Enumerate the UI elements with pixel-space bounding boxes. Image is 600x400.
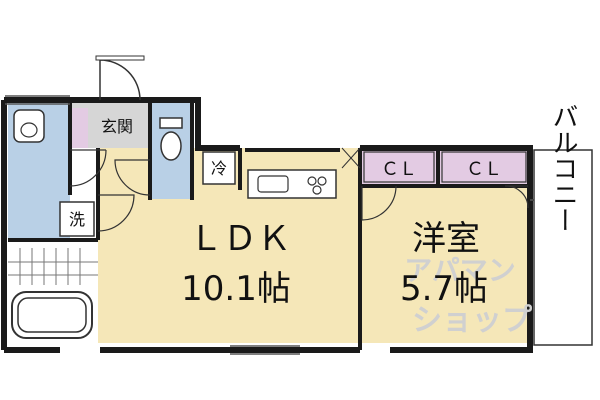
bath-tiles: [8, 248, 98, 285]
closet-door-right: [504, 185, 529, 209]
balcony-area: [534, 150, 592, 345]
kitchen-sink: [257, 175, 289, 193]
bathtub: [11, 291, 93, 339]
ldk-door: [97, 194, 135, 232]
western-room-floor: [362, 186, 528, 343]
window-marks: [5, 95, 534, 355]
washroom-door: [69, 149, 107, 187]
inner-walls: [8, 100, 528, 350]
closet-left-box: [363, 151, 435, 183]
stove-icon: [307, 176, 327, 195]
western-door: [361, 185, 397, 221]
watermark-line1: アパマン: [404, 254, 515, 287]
entrance-door: [99, 59, 141, 101]
balcony-box: [533, 149, 593, 346]
washbasin: [13, 109, 45, 143]
watermark-line2: ショップ: [412, 303, 533, 338]
entrance-label: 玄関: [101, 117, 133, 136]
shoe-cabinet: [70, 108, 88, 148]
closet-right-box: [441, 151, 527, 183]
ldk-name: ＬＤＫ: [189, 219, 291, 259]
washer-box: [59, 201, 95, 237]
toilet-bowl: [160, 131, 182, 161]
ldk-size: 10.1帖: [181, 269, 291, 309]
closet-left-label: ＣＬ: [381, 159, 417, 180]
walls: [1, 97, 533, 353]
fridge-box: [202, 151, 236, 185]
western-name: 洋室: [412, 219, 480, 259]
toilet-door: [114, 159, 151, 196]
balcony-label: バルコニー: [548, 103, 578, 233]
closet-right-label: ＣＬ: [466, 159, 502, 180]
washer-label: 洗: [69, 210, 85, 229]
western-size: 5.7帖: [400, 269, 488, 309]
fridge-label: 冷: [211, 159, 227, 178]
